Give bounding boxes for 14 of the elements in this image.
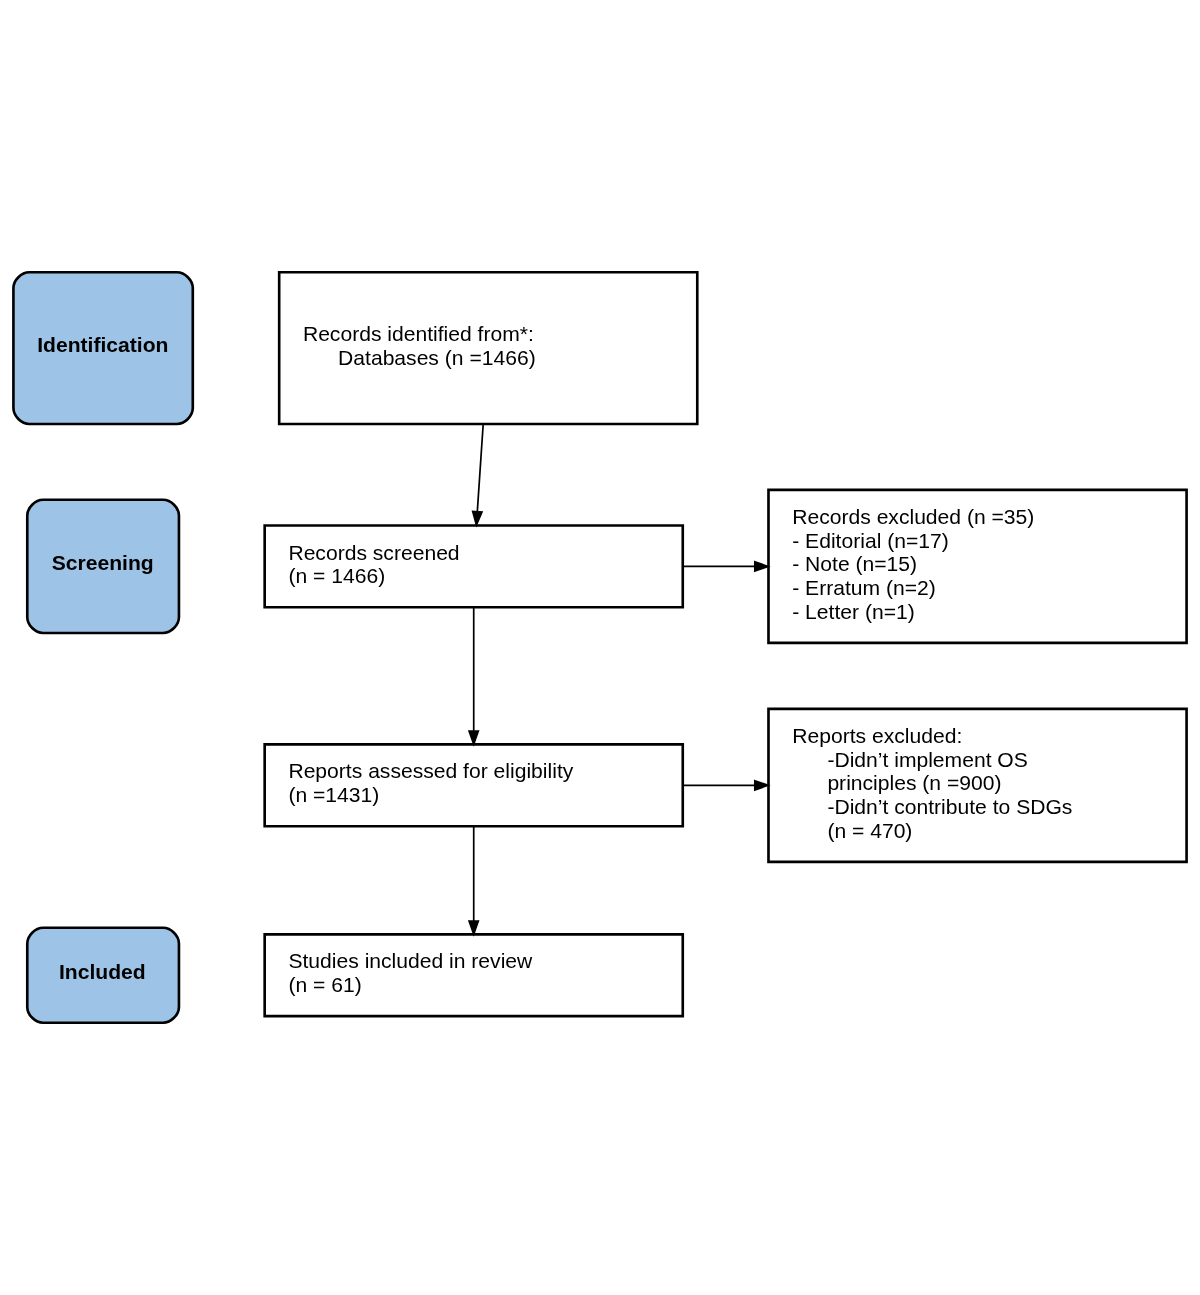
node-box: Screening <box>25 498 181 635</box>
arrow <box>467 825 480 937</box>
node-box: Identification <box>12 270 195 426</box>
node-box: Records screened (n = 1466) <box>263 524 685 609</box>
node-box: Reports assessed for eligibility (n =1431) <box>263 743 685 828</box>
node-box: Studies included in review (n = 61) <box>263 933 685 1018</box>
arrow <box>471 423 485 528</box>
node-box: Included <box>25 926 181 1025</box>
arrow <box>681 779 771 792</box>
node-box: Records excluded (n =35) - Editorial (n=17) - Note (n=15) - Erratum (n=2) - Letter (n=1) <box>767 488 1188 645</box>
arrow <box>467 606 480 747</box>
node-box: Records identified from*: Databases (n =1466) <box>277 270 699 426</box>
arrow <box>681 560 771 573</box>
node-box: Reports excluded: -Didn’t implement OS principles (n =900) -Didn’t contribute to SDGs (n = 470) <box>767 707 1188 864</box>
